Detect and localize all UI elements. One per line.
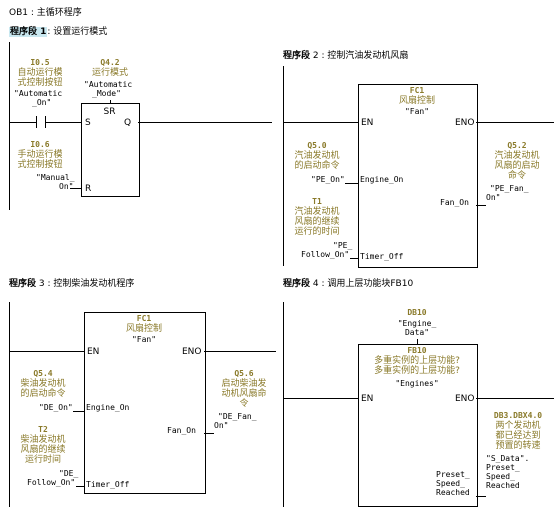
seg3-en-pin: EN [87,347,100,357]
seg4-fb-number: FB10 [407,346,427,355]
segment-2-header: 程序段 2 : 控制汽油发动机风扇 [283,51,408,61]
seg3-out1-symbol: "DE_Fan_On" [214,412,257,430]
seg4-out-wire [476,496,486,497]
seg1-pin-s: S [85,118,91,128]
segment-1-header: 程序段 1: 设置运行模式 [9,27,107,37]
segment-3-title: 3 : 控制柴油发动机程序 [38,279,135,289]
seg1-contact-left [36,116,37,128]
seg4-out1-symbol: "S_Data".Preset_Speed_Reached [486,454,530,490]
seg1-wire-b [45,122,81,123]
seg2-in2-comment: 汽油发动机风扇的继续运行的时间 [294,207,340,237]
seg3-out-param: Fan_On [167,426,196,435]
seg1-in-s-address: I0.5 [30,58,50,67]
seg4-out-param: Preset_Speed_Reached [436,470,470,497]
seg2-param1: Engine_On [360,175,404,184]
seg1-out-comment: 运行模式 [91,68,128,78]
seg2-en-pin: EN [361,118,374,128]
seg3-in2-address: T2 [38,425,48,434]
seg2-in2-symbol: "PE_Follow_On" [301,241,353,259]
seg4-out1-comment: 两个发动机都已经达到预置的转速 [495,421,541,451]
seg3-in2-symbol: "DE_Follow_On" [27,469,79,487]
seg3-eno-pin: ENO [182,347,202,357]
seg2-fc-block[interactable] [358,84,478,268]
seg4-fb-symbol: "Engines" [395,379,439,388]
seg1-out-symbol: "Automatic_Mode" [84,80,133,98]
seg2-eno-pin: ENO [455,118,475,128]
seg1-sr-title: SR [103,107,116,117]
ob-title: OB1 : 主循环程序 [9,8,82,18]
seg2-in1-wire [345,183,358,184]
seg1-pin-q: Q [124,118,132,128]
seg3-fc-block[interactable] [84,312,206,494]
seg1-out-address: Q4.2 [100,58,120,67]
seg3-in1-symbol: "DE_On" [39,403,73,412]
seg2-out-wire [476,205,486,206]
seg1-pin-r: R [85,184,92,194]
segment-3-label: 程序段 [9,279,37,289]
seg2-in1-symbol: "PE_On" [311,175,345,184]
seg3-en-wire [9,351,84,352]
seg1-in-r-symbol: "Manual_On" [36,173,75,191]
seg1-in-r-comment: 手动运行模式控制按钮 [17,150,63,170]
segment-2-label: 程序段 [283,51,311,61]
seg4-eno-wire [476,398,554,399]
seg2-out-param: Fan_On [440,198,469,207]
seg3-in2-comment: 柴油发动机风扇的继续运行时间 [20,435,66,465]
seg1-in-s-symbol: "Automatic_On" [14,89,63,107]
seg1-sr-flipflop[interactable] [81,103,140,197]
seg3-out1-address: Q5.6 [234,369,254,378]
seg2-in1-address: Q5.0 [307,141,327,150]
segment-3-header: 程序段 3 : 控制柴油发动机程序 [9,279,134,289]
seg3-in1-comment: 柴油发动机的启动命令 [20,379,66,399]
seg1-in-r-address: I0.6 [30,140,50,149]
seg3-param2: Timer_Off [86,480,130,489]
seg3-eno-wire [204,351,276,352]
seg3-in1-address: Q5.4 [33,369,53,378]
seg1-in-s-comment: 自动运行模式控制按钮 [17,68,63,88]
seg4-db-tick [417,339,418,344]
seg3-in2-wire [76,486,84,487]
seg4-db-address: DB10 [407,308,427,317]
seg3-in1-wire [73,411,84,412]
seg3-out1-comment: 启动柴油发动机风扇命令 [221,379,267,409]
seg4-out1-address: DB3.DBX4.0 [493,411,543,420]
seg3-fc-comment: 风扇控制 [125,324,162,334]
segment-2-title: 2 : 控制汽油发动机风扇 [312,51,409,61]
seg4-en-pin: EN [361,394,374,404]
seg2-param2: Timer_Off [360,252,404,261]
seg4-eno-pin: ENO [455,394,475,404]
seg1-power-rail [9,42,10,210]
seg2-eno-wire [476,122,554,123]
seg2-in2-address: T1 [312,197,322,206]
seg2-fc-number: FC1 [409,86,425,95]
seg3-fc-number: FC1 [136,314,152,323]
seg2-power-rail [283,66,284,266]
seg4-db-symbol: "Engine_Data" [397,319,437,337]
seg3-fc-symbol: "Fan" [131,335,157,344]
seg4-fb-block[interactable] [358,344,478,507]
seg3-power-rail [9,302,10,507]
seg4-en-wire [283,398,358,399]
seg2-en-wire [283,122,358,123]
seg2-out1-symbol: "PE_Fan_On" [486,184,529,202]
segment-4-label: 程序段 [283,279,311,289]
seg2-fc-comment: 风扇控制 [398,96,435,106]
seg2-fc-symbol: "Fan" [404,107,430,116]
seg1-r-wire [70,188,81,189]
seg1-out-tick [110,100,111,103]
seg2-out1-comment: 汽油发动机风扇的启动命令 [494,151,540,181]
seg2-in2-wire [350,258,358,259]
segment-4-header: 程序段 4 : 调用上层功能块FB10 [283,279,413,289]
seg3-out-wire [204,433,214,434]
seg3-param1: Engine_On [86,403,130,412]
seg4-power-rail [283,302,284,507]
seg2-in1-comment: 汽油发动机的启动命令 [294,151,340,171]
seg1-q-wire [138,122,272,123]
segment-1-title: : 设置运行模式 [47,27,108,37]
seg2-out1-address: Q5.2 [507,141,527,150]
segment-1-label[interactable]: 程序段 1 [9,27,48,37]
seg4-fb-comment: 多重实例的上层功能?多重实例的上层功能? [374,356,460,376]
segment-4-title: 4 : 调用上层功能块FB10 [312,279,414,289]
seg1-wire-a [9,122,36,123]
